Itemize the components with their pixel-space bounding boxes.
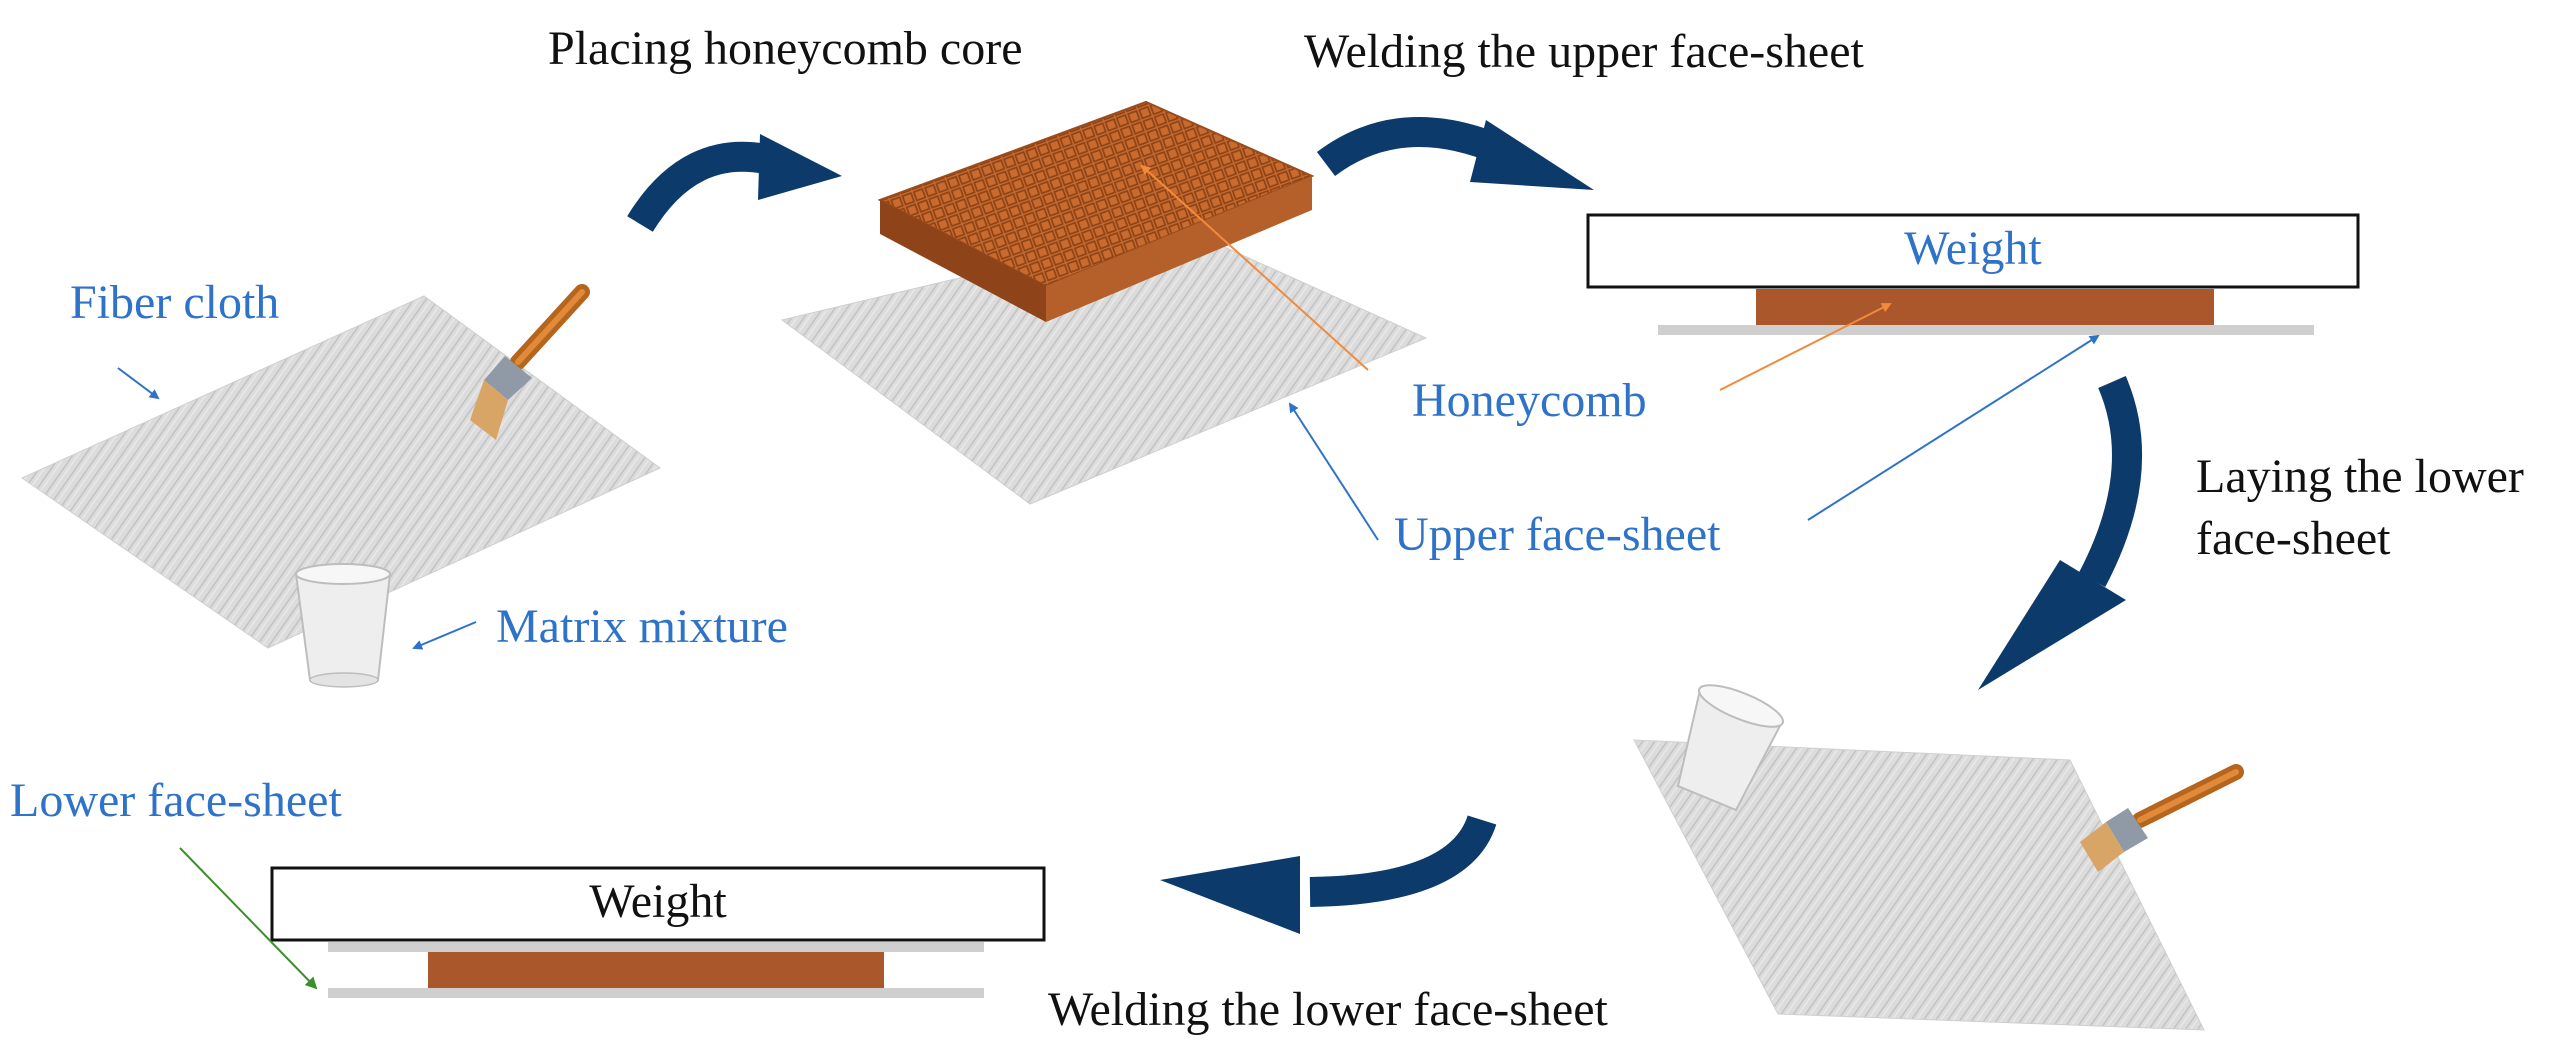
- paint-brush-icon-2: [2080, 764, 2244, 872]
- upper-honeycomb-bar: [1756, 289, 2214, 325]
- leader-fiber-cloth: [117, 367, 160, 400]
- upper-weight-box: [1586, 213, 2360, 289]
- label-lower-face-sheet: Lower face-sheet: [10, 774, 342, 827]
- plastic-cup-icon: [294, 563, 392, 688]
- label-upper-face-sheet: Upper face-sheet: [1394, 508, 1721, 561]
- step-placing-core: Placing honeycomb core: [548, 22, 1023, 75]
- upper-stack: [1586, 213, 2360, 335]
- label-fiber-cloth: Fiber cloth: [70, 276, 279, 329]
- leader-lower-face-sheet: [179, 847, 318, 990]
- upper-face-sheet-bar: [1658, 325, 2314, 335]
- fiber-cloth-sheet-3: [1633, 739, 2205, 1031]
- step-laying-lower-line2: face-sheet: [2196, 512, 2391, 565]
- leader-upper-sheet-diagram: [1288, 402, 1379, 541]
- plastic-cup-icon-2: [1676, 684, 1785, 812]
- leader-matrix-mixture: [412, 621, 477, 650]
- lower-weight-box: [270, 866, 1046, 942]
- label-honeycomb: Honeycomb: [1412, 374, 1647, 427]
- leader-honeycomb-core: [1140, 164, 1369, 371]
- step-laying-lower-line1: Laying the lower: [2196, 450, 2524, 503]
- lower-face-sheet-bottom-bar: [328, 988, 984, 998]
- step-welding-upper: Welding the upper face-sheet: [1304, 25, 1865, 78]
- step-welding-lower: Welding the lower face-sheet: [1048, 983, 1609, 1036]
- lower-honeycomb-bar: [428, 952, 884, 988]
- process-arrow-4: [1160, 814, 1497, 934]
- process-arrow-1: [627, 134, 842, 233]
- label-matrix-mixture: Matrix mixture: [496, 600, 788, 653]
- lower-stack: [270, 866, 1046, 998]
- lower-weight-label: Weight: [589, 875, 727, 928]
- leader-honeycomb-bar: [1719, 303, 1892, 391]
- upper-weight-label: Weight: [1904, 222, 2042, 275]
- process-arrow-3: [1978, 376, 2143, 690]
- lower-face-sheet-top-bar: [328, 942, 984, 952]
- process-arrow-2: [1316, 117, 1594, 190]
- honeycomb-core-block: [877, 100, 1315, 322]
- paint-brush-icon: [470, 284, 590, 440]
- leader-upper-sheet-stack: [1807, 334, 2100, 521]
